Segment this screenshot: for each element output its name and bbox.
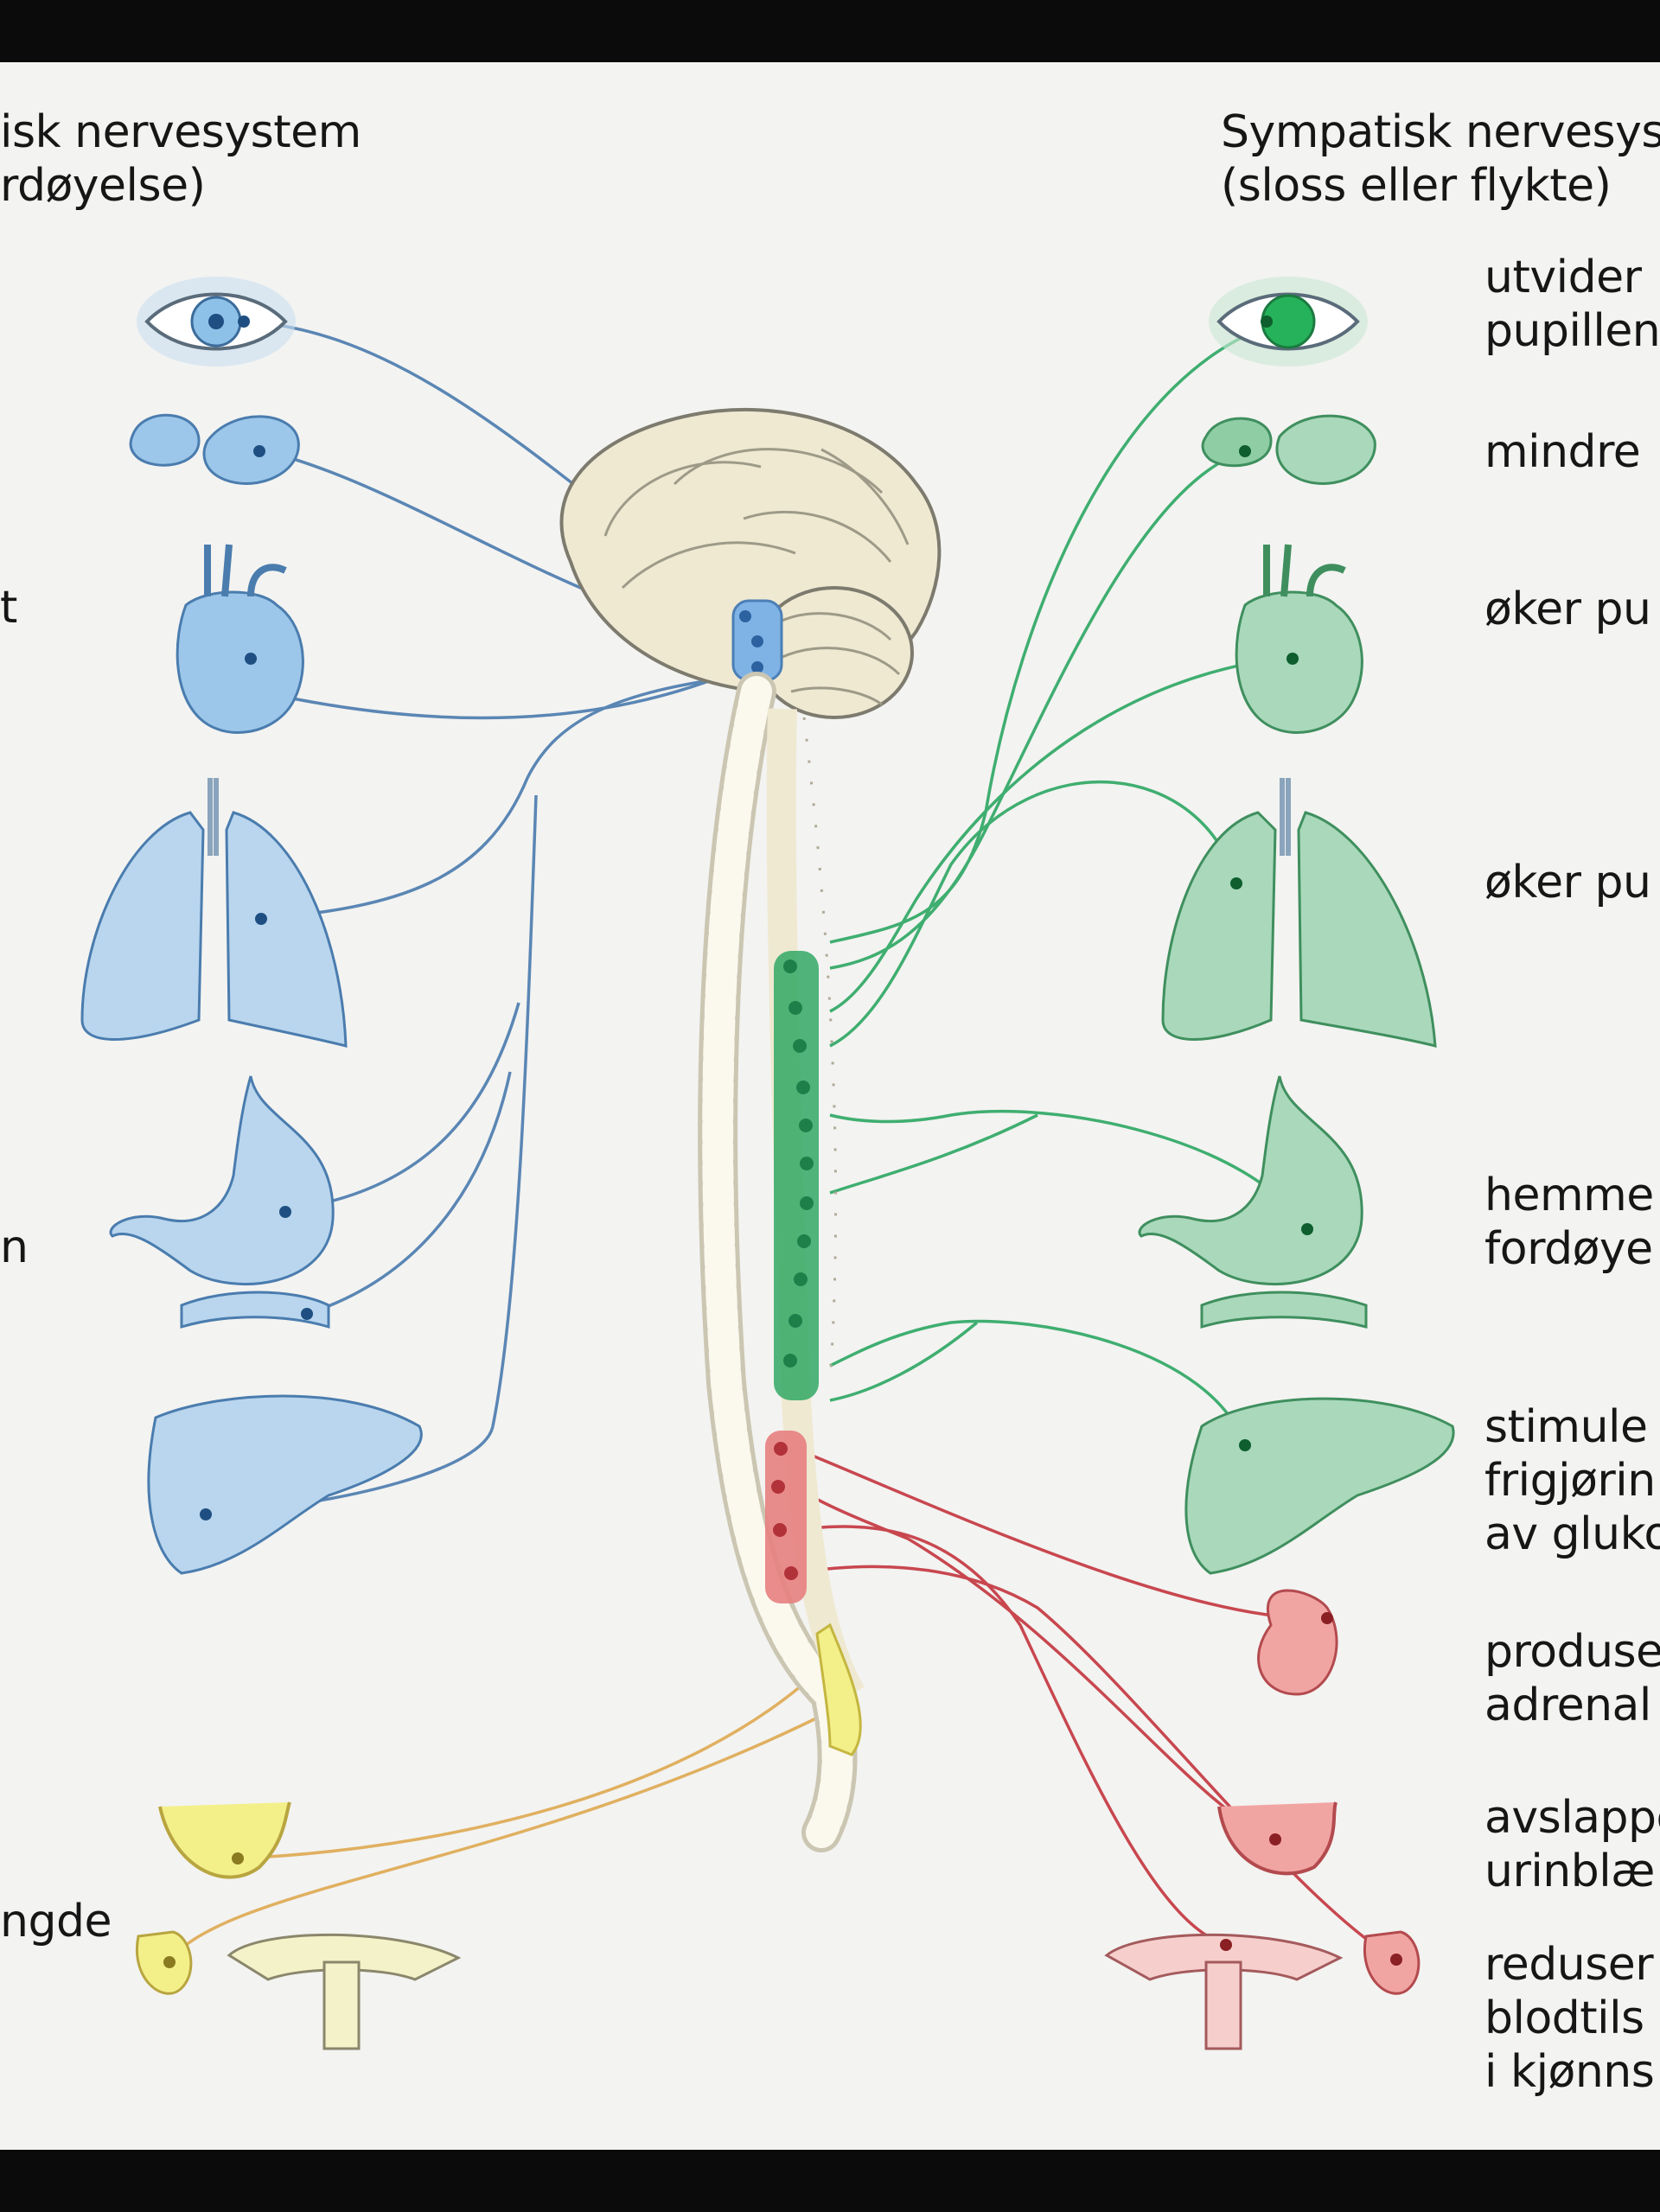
nerve-bladder-left: [237, 1658, 832, 1860]
right-label-liver-3: av gluko: [1484, 1508, 1660, 1560]
nerve-genital-left: [167, 1710, 831, 1964]
left-label-genital: ngde: [0, 1896, 112, 1947]
right-label-adrenal-2: adrenal: [1484, 1680, 1651, 1731]
sacral-segment: [815, 1622, 862, 1756]
right-label-liver-2: frigjørin: [1484, 1455, 1656, 1507]
right-label-liver-1: stimule: [1484, 1401, 1648, 1453]
nerve-eye-right: [829, 320, 1285, 944]
eye-icon-left: [137, 277, 296, 367]
nerve-heart-right: [829, 655, 1293, 1013]
lumbar-segment: [765, 1431, 807, 1603]
brain: [559, 407, 942, 719]
nerve-liver-branch-right: [829, 1321, 979, 1402]
lungs-icon-left: [80, 778, 348, 1048]
nerve-stomach-left: [284, 1002, 520, 1212]
right-label-bladder-1: avslappe: [1484, 1792, 1660, 1844]
heart-icon-right: [1235, 544, 1363, 734]
left-header-line2: rdøyelse): [0, 160, 206, 212]
bladder-icon-left: [158, 1801, 291, 1879]
thoracic-segment: [774, 951, 819, 1400]
brainstem-dot: [751, 661, 763, 673]
nerve-adrenal: [803, 1450, 1328, 1621]
right-label-stomach-1: hemme: [1484, 1170, 1654, 1221]
heart-icon-left: [176, 544, 304, 734]
right-label-heart: øker pu: [1484, 583, 1651, 635]
bladder-icon-right: [1217, 1801, 1338, 1876]
right-label-genital-2: blodtils: [1484, 1992, 1644, 2044]
right-label-genital-1: reduser: [1484, 1939, 1654, 1991]
top-frame-bar: [0, 0, 1660, 62]
nerve-liver-left: [491, 794, 538, 1427]
right-label-eye-2: pupillen: [1484, 305, 1660, 357]
liver-icon-right: [1184, 1397, 1455, 1575]
brainstem-dot: [751, 635, 763, 647]
brain-folds: [603, 448, 910, 590]
sacral-nerves: [167, 1658, 832, 1964]
nervous-system-diagram: [80, 277, 1455, 2050]
right-label-bladder-2: urinblæ: [1484, 1845, 1655, 1897]
stomach-icon-left: [109, 1075, 335, 1329]
right-label-eye-1: utvider: [1484, 252, 1642, 303]
kidney-icon-right: [1257, 1589, 1338, 1696]
stomach-icon-right: [1138, 1075, 1368, 1329]
right-label-genital-3: i kjønns: [1484, 2046, 1655, 2098]
nerve-stomach-branch: [829, 1113, 1038, 1195]
cerebellum-folds: [777, 612, 901, 706]
spinal-column: [698, 672, 865, 1852]
thoracic-dots: [783, 959, 814, 1367]
left-label-stomach: n: [0, 1221, 29, 1273]
right-organs: [1104, 277, 1455, 2050]
genital-icon-right: [1104, 1930, 1421, 2050]
right-label-stomach-2: fordøye: [1484, 1223, 1653, 1275]
brainstem-dot: [739, 610, 751, 622]
nerve-liver-right: [829, 1319, 1247, 1446]
lumbar-dots: [771, 1442, 798, 1580]
diagram-panel: isk nervesystem rdøyelse) Sympatisk nerv…: [0, 62, 1660, 2150]
lungs-icon-right: [1161, 778, 1437, 1048]
salivary-gland-icon-right: [1201, 414, 1376, 485]
nerve-genital-right-a: [795, 1525, 1229, 1947]
nerve-heart-left: [259, 666, 744, 720]
right-label-gland: mindre: [1484, 426, 1641, 478]
sympathetic-nerves: [829, 320, 1307, 1446]
left-label-heart: t: [0, 582, 17, 634]
nerve-stomach-right: [829, 1109, 1307, 1230]
nerve-lungs-left: [259, 674, 744, 921]
nerve-intestine-left: [306, 1071, 512, 1316]
right-header-line2: (sloss eller flykte): [1221, 160, 1612, 212]
genital-icon-left: [136, 1930, 462, 2050]
right-label-adrenal-1: produse: [1484, 1626, 1660, 1678]
liver-icon-left: [147, 1394, 423, 1575]
right-label-lungs: øker pu: [1484, 857, 1651, 908]
lower-sympathetic-nerves: [795, 1450, 1397, 1961]
salivary-gland-icon-left: [129, 413, 300, 485]
bottom-frame-bar: [0, 2150, 1660, 2212]
eye-icon-right: [1209, 277, 1368, 367]
left-header-line1: isk nervesystem: [0, 106, 361, 158]
left-organs: [80, 277, 462, 2050]
nerve-lungs-right: [829, 781, 1238, 1048]
right-header-line1: Sympatisk nervesys: [1221, 106, 1660, 158]
nerve-genital-right-b: [795, 1565, 1397, 1961]
